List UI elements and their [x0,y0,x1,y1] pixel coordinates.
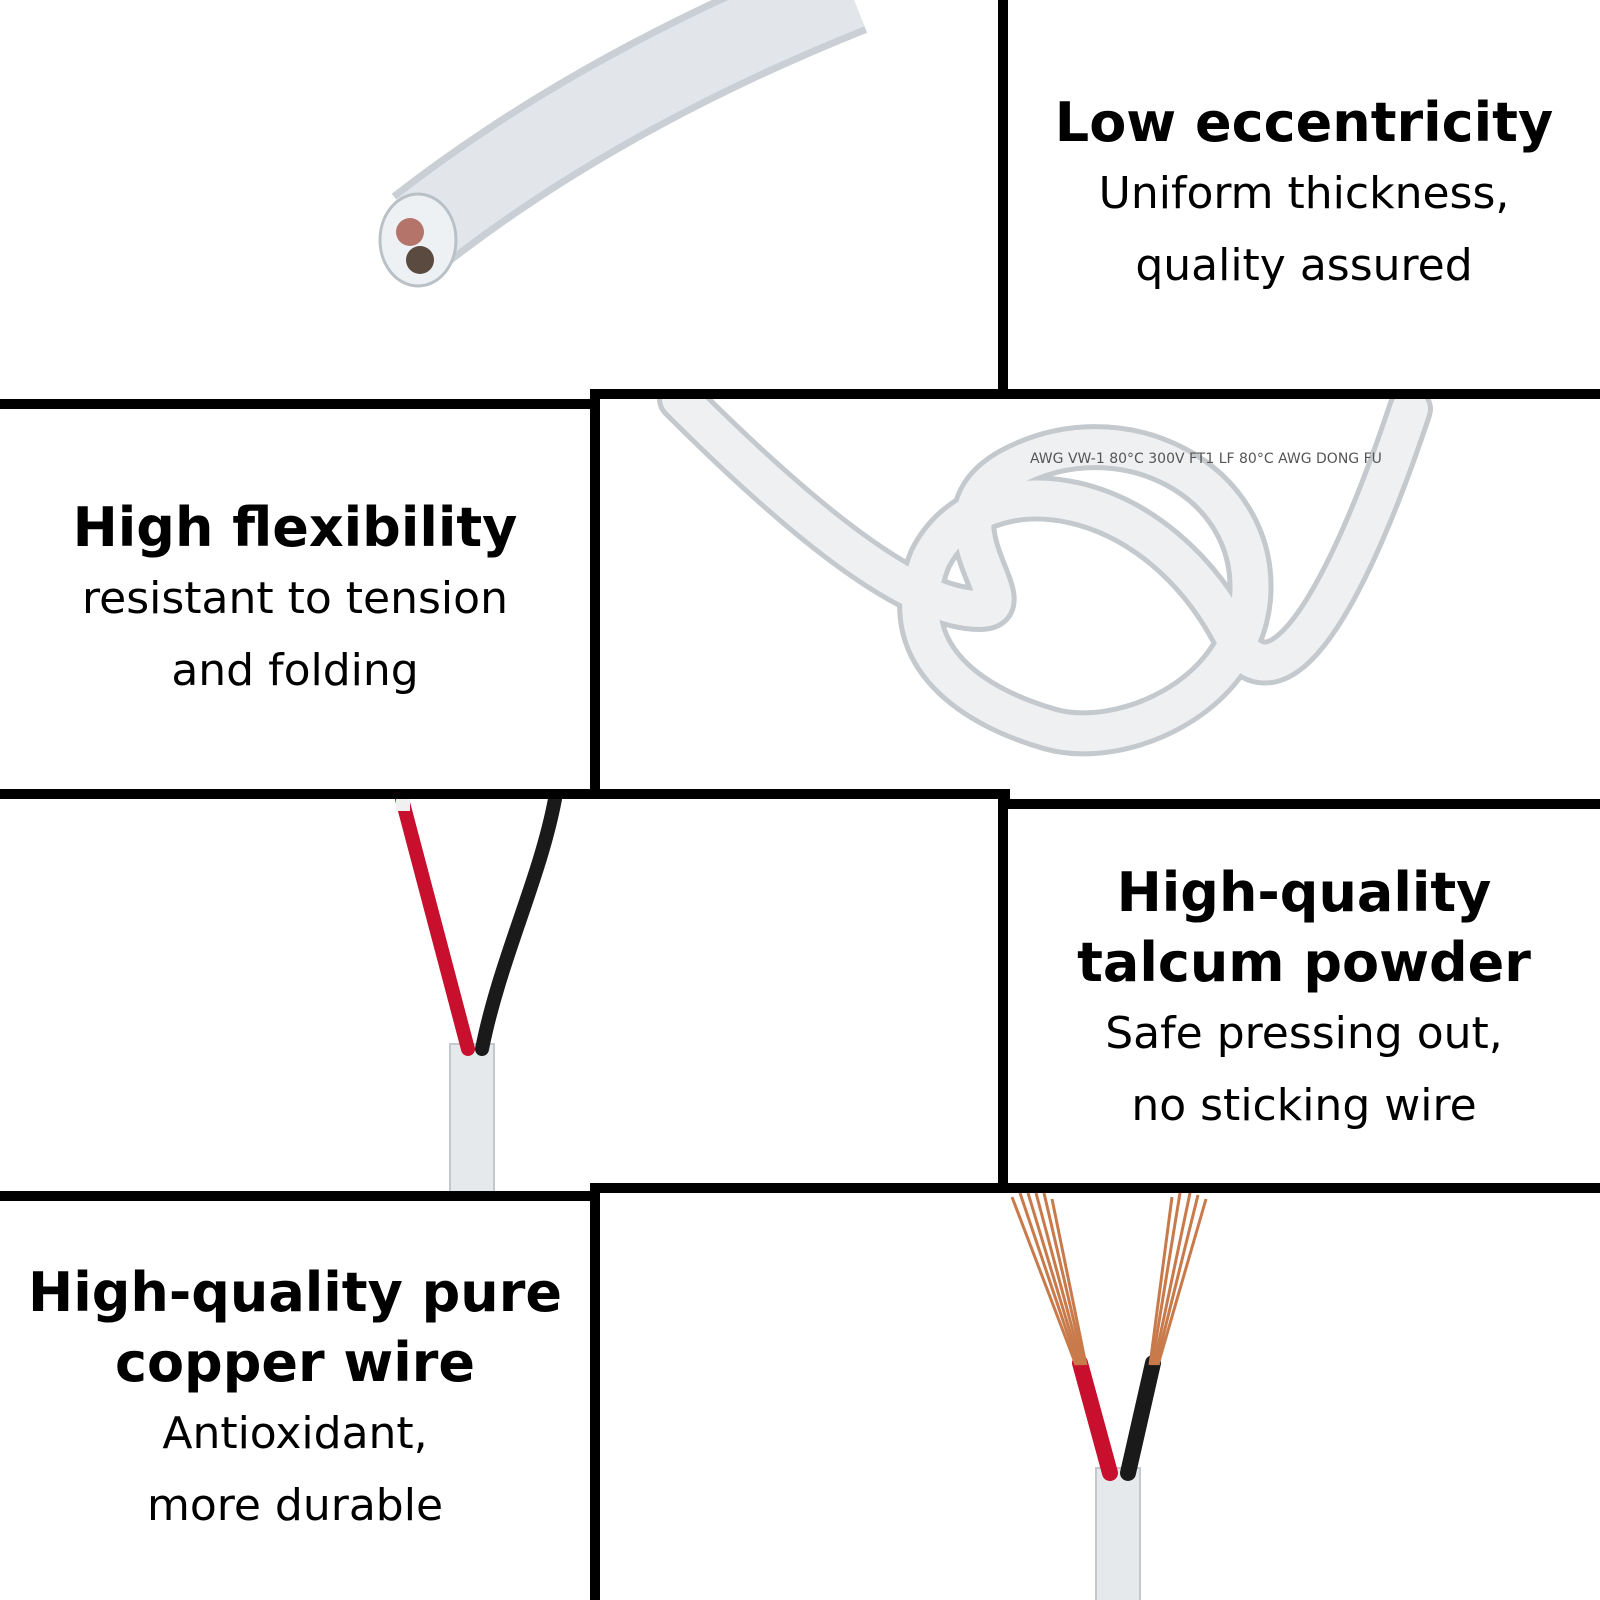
feature-title: talcum powder [1077,931,1531,994]
feature-description: no sticking wire [1131,1080,1477,1131]
feature-description: Antioxidant, [162,1408,428,1459]
stripped-wires-image [395,799,562,1191]
divider [0,1191,600,1201]
feature-low-eccentricity: Low eccentricity Uniform thickness, qual… [1008,80,1600,310]
feature-talcum-powder: High-quality talcum powder Safe pressing… [1008,860,1600,1140]
feature-title: Low eccentricity [1054,91,1554,154]
feature-description: Uniform thickness, [1098,168,1510,219]
feature-description: more durable [146,1480,444,1531]
feature-description: Safe pressing out, [1105,1008,1503,1059]
feature-title: High flexibility [72,496,518,559]
divider [1000,799,1600,809]
copper-wire-image [1010,1193,1208,1600]
divider [998,0,1008,398]
divider [590,389,1600,399]
divider [0,789,1010,799]
divider [590,1183,1600,1193]
feature-description: and folding [171,645,419,696]
feature-description: resistant to tension [82,573,508,624]
divider [590,1183,600,1600]
feature-pure-copper: High-quality pure copper wire Antioxidan… [0,1255,590,1545]
divider [0,399,600,409]
feature-title: copper wire [114,1331,476,1394]
divider [998,799,1008,1191]
divider [590,389,600,789]
red-core [396,218,424,246]
feature-description: quality assured [1135,240,1473,291]
cable-loop-image: AWG VW-1 80°C 300V FT1 LF 80°C AWG DONG … [657,399,1433,757]
cable-end-image [378,0,868,288]
feature-high-flexibility: High flexibility resistant to tension an… [0,490,590,710]
black-core [406,246,434,274]
cable-print-text: AWG VW-1 80°C 300V FT1 LF 80°C AWG DONG … [1030,451,1382,467]
feature-title: High-quality [1116,861,1492,924]
feature-title: High-quality pure [28,1261,562,1324]
